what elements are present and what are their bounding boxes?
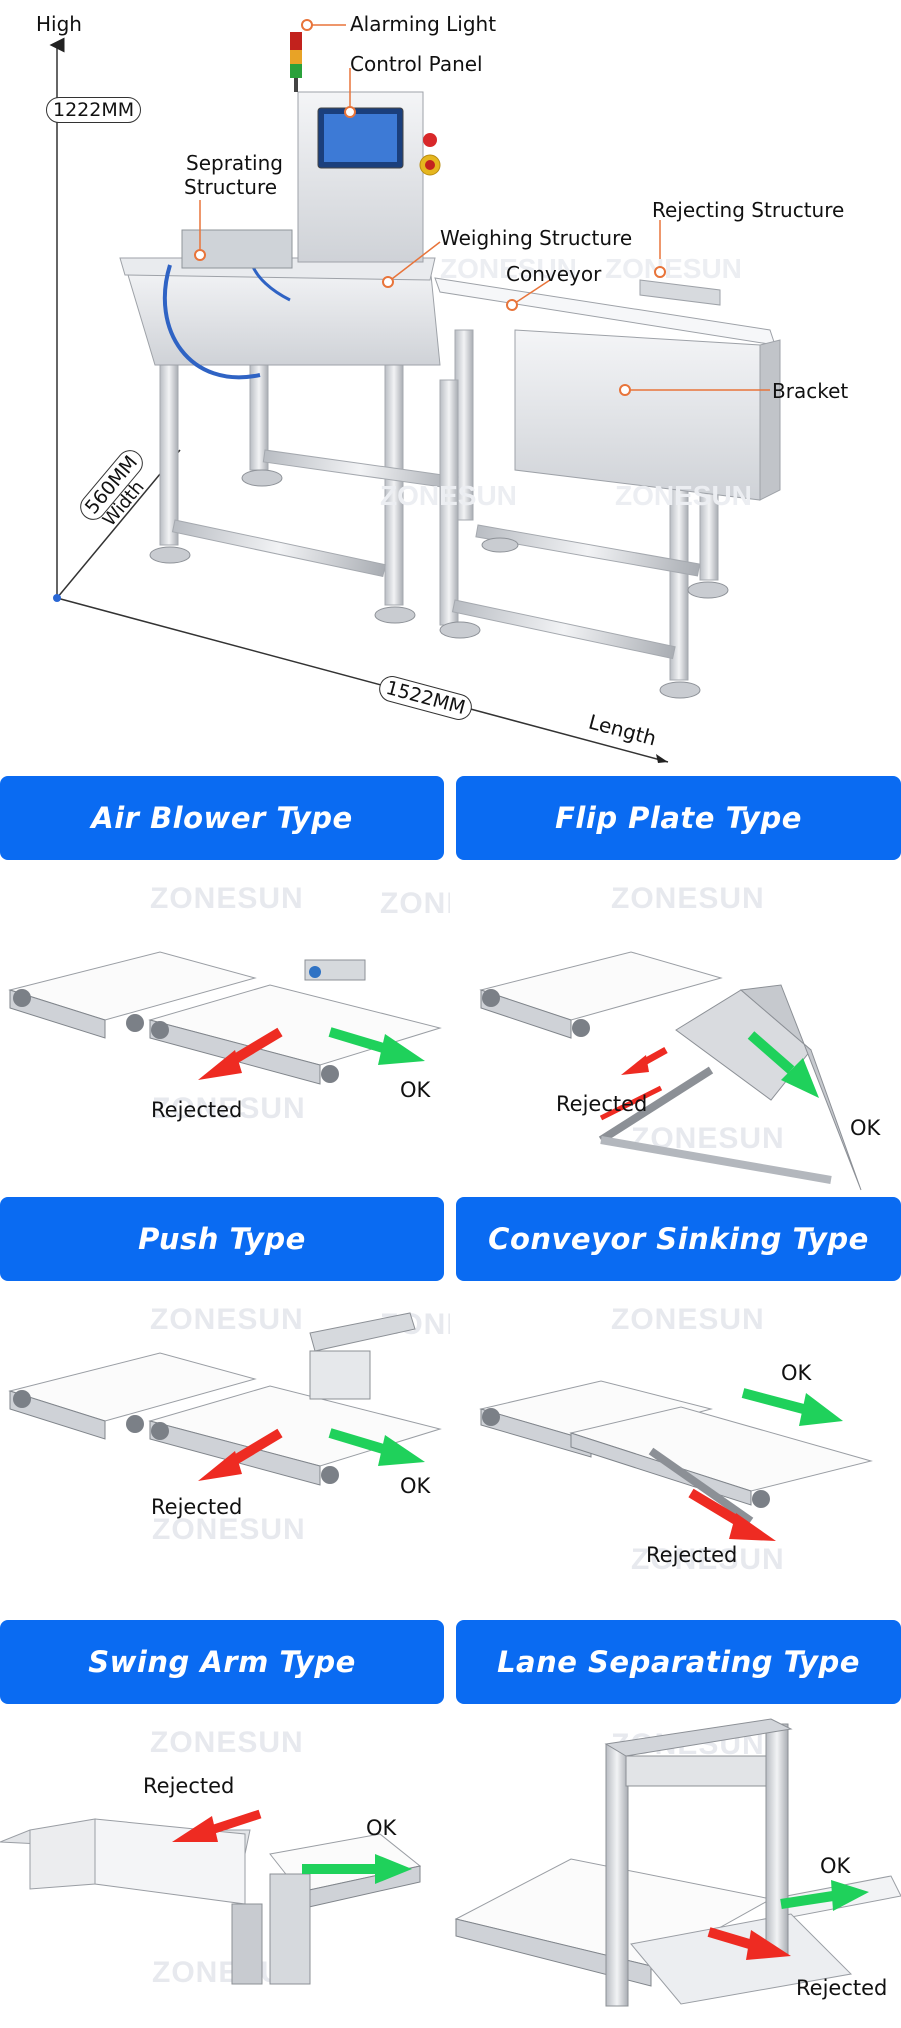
callout-dot xyxy=(654,266,666,278)
banner-title: Air Blower Type xyxy=(91,801,353,835)
panel-air-blower: ZONESUN ZONESUN ZONESUN Rejected OK xyxy=(0,860,450,1196)
panel-push: ZONESUN ZONESUN ZONESUN Rejected OK xyxy=(0,1281,450,1617)
swing-arm-illustration xyxy=(0,1818,422,1985)
watermark: ZONESUN xyxy=(152,1092,306,1125)
separating-structure-label-2: Structure xyxy=(184,175,278,199)
watermark: ZONESUN xyxy=(152,1513,306,1546)
panel-flip-plate: ZONESUN ZONESUN Rejected OK xyxy=(451,860,901,1196)
banner-title: Conveyor Sinking Type xyxy=(488,1222,869,1256)
ok-label: OK xyxy=(366,1816,397,1840)
banner-title: Swing Arm Type xyxy=(88,1645,356,1679)
rejected-arrow xyxy=(707,1927,791,1960)
banner-title: Lane Separating Type xyxy=(497,1645,860,1679)
height-dimension: 1222MM xyxy=(46,97,142,123)
checkweigher-diagram: ZONESUN ZONESUN ZONESUN ZONESUN High Len… xyxy=(0,0,901,780)
alarming-light-label: Alarming Light xyxy=(350,12,497,36)
banner-lane-separating: Lane Separating Type xyxy=(456,1620,901,1704)
rejected-label: Rejected xyxy=(151,1098,243,1122)
ok-arrow xyxy=(302,1854,412,1884)
flip-plate-illustration xyxy=(479,951,862,1191)
ok-label: OK xyxy=(400,1474,431,1498)
watermark: ZONESUN xyxy=(380,480,517,511)
panel-lane-separating: ZONESUN OK Rejected xyxy=(451,1704,901,2028)
bracket-label: Bracket xyxy=(772,379,849,403)
callout-dot xyxy=(619,384,631,396)
banner-title: Flip Plate Type xyxy=(555,801,802,835)
rejected-arrow xyxy=(172,1809,262,1842)
panel-conveyor-sinking: ZONESUN ZONESUN OK Rejected xyxy=(451,1281,901,1617)
rejected-arrow xyxy=(198,1428,283,1481)
banner-air-blower: Air Blower Type xyxy=(0,776,444,860)
lane-separating-illustration xyxy=(454,1718,901,2007)
ok-arrow xyxy=(741,1388,843,1426)
conveyor-label: Conveyor xyxy=(506,262,602,286)
callout-dot xyxy=(506,299,518,311)
rejected-label: Rejected xyxy=(646,1543,738,1567)
watermark: ZONESUN xyxy=(611,1303,765,1336)
rejected-arrow xyxy=(599,1046,668,1121)
ok-arrow xyxy=(328,1027,425,1065)
machine-illustration: ZONESUN ZONESUN ZONESUN ZONESUN xyxy=(49,24,781,763)
banner-flip-plate: Flip Plate Type xyxy=(456,776,901,860)
ok-label: OK xyxy=(400,1078,431,1102)
ok-label: OK xyxy=(781,1361,812,1385)
watermark: ZONESUN xyxy=(631,1543,785,1576)
watermark: ZONESUN xyxy=(605,253,742,284)
watermark: ZONESUN xyxy=(611,882,765,915)
ok-arrow xyxy=(328,1428,425,1466)
banner-push: Push Type xyxy=(0,1197,444,1281)
watermark: ZONESUN xyxy=(440,253,577,284)
rejected-label: Rejected xyxy=(143,1774,235,1798)
callout-dot xyxy=(382,276,394,288)
ok-label: OK xyxy=(850,1116,881,1140)
axis-high-label: High xyxy=(36,12,82,36)
rejected-arrow xyxy=(198,1027,283,1080)
watermark: ZONESUN xyxy=(380,887,450,920)
callout-dot xyxy=(301,19,313,31)
banner-swing-arm: Swing Arm Type xyxy=(0,1620,444,1704)
callout-dot xyxy=(344,106,356,118)
watermark: ZONESUN xyxy=(150,882,304,915)
rejecting-structure-label: Rejecting Structure xyxy=(652,198,845,222)
banner-title: Push Type xyxy=(138,1222,306,1256)
weighing-structure-label: Weighing Structure xyxy=(440,226,633,250)
rejected-label: Rejected xyxy=(556,1092,648,1116)
panel-swing-arm: ZONESUN ZONESUN Rejected OK xyxy=(0,1704,450,2028)
banner-conveyor-sinking: Conveyor Sinking Type xyxy=(456,1197,901,1281)
ok-label: OK xyxy=(820,1854,851,1878)
rejected-label: Rejected xyxy=(151,1495,243,1519)
separating-structure-label: Seprating xyxy=(186,151,283,175)
callout-dot xyxy=(194,249,206,261)
watermark: ZONESUN xyxy=(150,1726,304,1759)
control-panel-label: Control Panel xyxy=(350,52,483,76)
watermark: ZONESUN xyxy=(615,480,752,511)
rejected-arrow xyxy=(688,1488,776,1541)
ok-arrow xyxy=(747,1031,819,1098)
ok-arrow xyxy=(780,1880,869,1911)
conveyor-sinking-illustration xyxy=(479,1380,873,1525)
rejected-label: Rejected xyxy=(796,1976,888,2000)
watermark: ZONESUN xyxy=(150,1303,304,1336)
